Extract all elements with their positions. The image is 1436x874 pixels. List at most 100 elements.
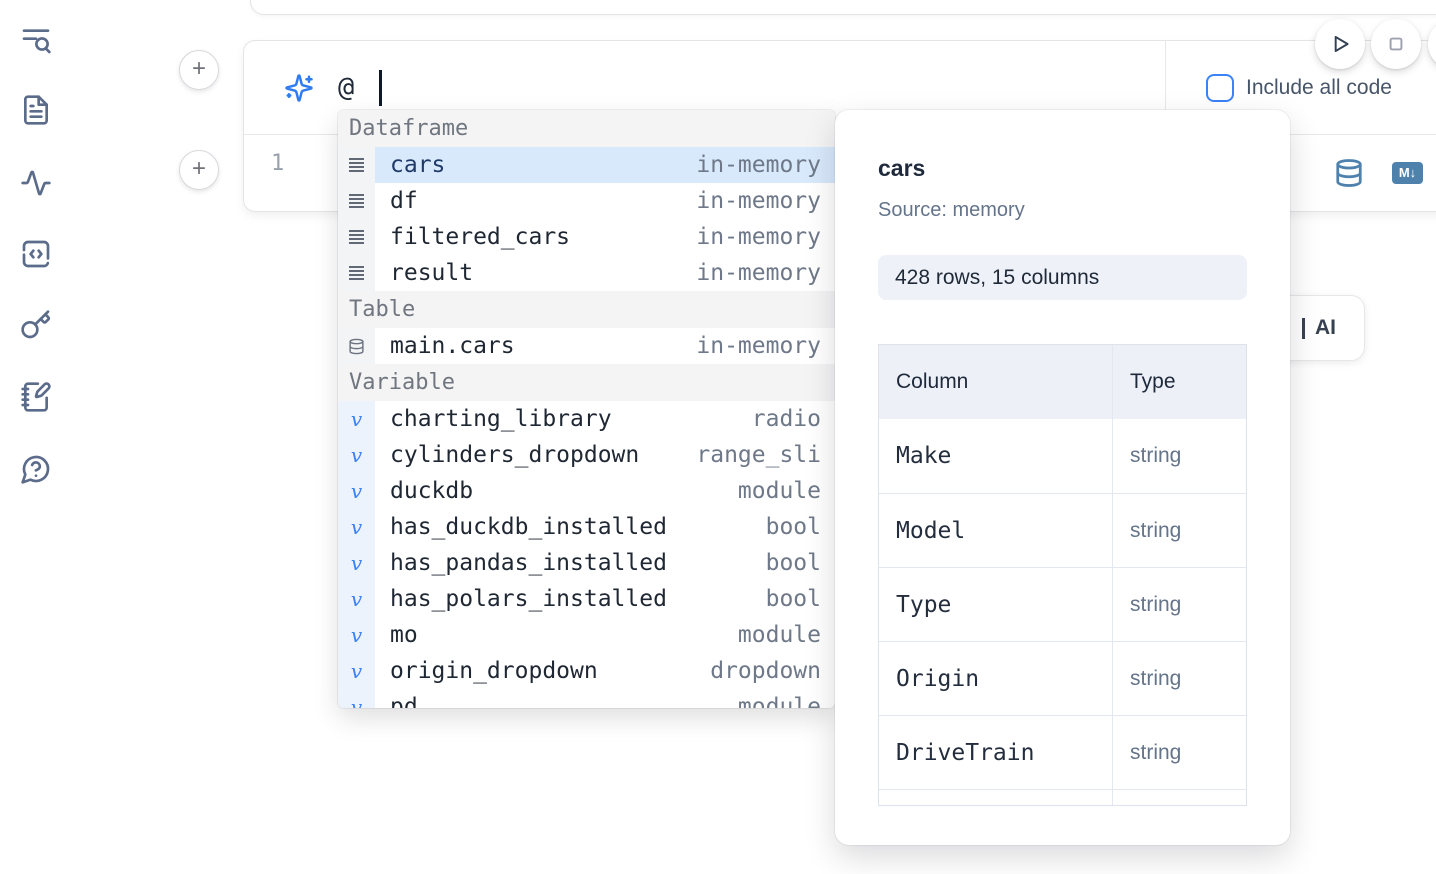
rows-icon xyxy=(338,219,375,255)
database-icon[interactable] xyxy=(1334,158,1364,188)
dropdown-section-table: Table xyxy=(338,291,835,328)
rows-icon xyxy=(338,255,375,291)
include-all-code-label: Include all code xyxy=(1246,75,1392,99)
autocomplete-item-cylinders_dropdown[interactable]: v cylinders_dropdown range_sli xyxy=(338,437,835,473)
schema-column-type: string xyxy=(1112,419,1246,493)
item-name: charting_library xyxy=(390,406,612,432)
item-detail: dropdown xyxy=(710,658,821,684)
item-detail: module xyxy=(737,478,821,504)
markdown-icon[interactable]: M↓ xyxy=(1392,162,1423,184)
notebook-pen-icon[interactable] xyxy=(20,381,52,413)
key-icon[interactable] xyxy=(20,309,52,341)
variable-icon: v xyxy=(338,473,375,509)
previous-cell-edge xyxy=(250,0,1436,15)
item-detail: in-memory xyxy=(696,152,821,178)
variable-icon: v xyxy=(338,509,375,545)
preview-panel: cars Source: memory 428 rows, 15 columns… xyxy=(835,110,1290,845)
schema-header-row: Column Type xyxy=(879,345,1246,419)
variable-icon: v xyxy=(338,401,375,437)
file-text-icon[interactable] xyxy=(20,94,52,126)
stop-icon xyxy=(1389,37,1403,51)
item-name: main.cars xyxy=(390,333,515,359)
autocomplete-item-df[interactable]: df in-memory xyxy=(338,183,835,219)
schema-column-name: Model xyxy=(896,517,966,544)
variable-icon: v xyxy=(338,689,375,708)
item-name: has_pandas_installed xyxy=(390,550,667,576)
extra-cell-button[interactable] xyxy=(1428,19,1436,69)
item-name: origin_dropdown xyxy=(390,658,598,684)
help-chat-icon[interactable] xyxy=(20,453,52,485)
line-number: 1 xyxy=(271,151,285,176)
schema-column-type: string xyxy=(1112,716,1246,789)
schema-row-Model: Model string xyxy=(879,493,1246,567)
sidebar xyxy=(0,0,70,874)
schema-row-Type: Type string xyxy=(879,567,1246,641)
item-detail: bool xyxy=(765,550,821,576)
autocomplete-item-has_pandas_installed[interactable]: v has_pandas_installed bool xyxy=(338,545,835,581)
autocomplete-item-main.cars[interactable]: main.cars in-memory xyxy=(338,328,835,364)
item-detail: module xyxy=(737,694,821,708)
autocomplete-item-charting_library[interactable]: v charting_library radio xyxy=(338,401,835,437)
schema-row-Make: Make string xyxy=(879,419,1246,493)
schema-header-type: Type xyxy=(1112,345,1246,419)
preview-source: Source: memory xyxy=(878,199,1025,221)
cell-actions: M↓ xyxy=(1166,135,1436,211)
include-all-code-row: Include all code xyxy=(1166,41,1436,135)
play-icon xyxy=(1334,35,1349,53)
database-icon xyxy=(338,328,375,364)
ai-button-label: AI xyxy=(1315,316,1336,339)
variable-icon: v xyxy=(338,545,375,581)
item-name: has_polars_installed xyxy=(390,586,667,612)
item-name: pd xyxy=(390,694,418,708)
text-caret xyxy=(379,69,382,106)
schema-column-name: Type xyxy=(896,591,952,618)
schema-header-column: Column xyxy=(896,370,969,393)
item-detail: bool xyxy=(765,586,821,612)
add-cell-button-top[interactable]: + xyxy=(179,50,219,90)
clipped-letter xyxy=(1302,317,1305,339)
add-cell-button-bottom[interactable]: + xyxy=(179,150,219,190)
item-detail: in-memory xyxy=(696,224,821,250)
variable-icon: v xyxy=(338,581,375,617)
schema-row-clipped xyxy=(879,789,1246,805)
schema-column-name: Make xyxy=(896,443,952,469)
item-detail: radio xyxy=(751,406,821,432)
item-name: df xyxy=(390,188,418,214)
dropdown-section-variable: Variable xyxy=(338,364,835,401)
item-name: cars xyxy=(390,152,446,178)
schema-column-type: string xyxy=(1112,568,1246,641)
autocomplete-item-origin_dropdown[interactable]: v origin_dropdown dropdown xyxy=(338,653,835,689)
item-detail: in-memory xyxy=(696,188,821,214)
toc-search-icon[interactable] xyxy=(20,24,52,56)
variable-icon: v xyxy=(338,653,375,689)
item-detail: module xyxy=(737,622,821,648)
item-detail: in-memory xyxy=(696,333,821,359)
run-cell-button[interactable] xyxy=(1315,19,1365,69)
item-detail: range_sli xyxy=(696,442,821,468)
schema-column-type: string xyxy=(1112,494,1246,567)
stop-cell-button[interactable] xyxy=(1371,19,1421,69)
item-name: cylinders_dropdown xyxy=(390,442,640,468)
rows-icon xyxy=(338,183,375,219)
prompt-value: @ xyxy=(338,72,355,103)
preview-shape-badge: 428 rows, 15 columns xyxy=(878,255,1247,300)
code-snippet-icon[interactable] xyxy=(20,238,52,270)
autocomplete-item-pd[interactable]: v pd module xyxy=(338,689,835,708)
autocomplete-item-has_polars_installed[interactable]: v has_polars_installed bool xyxy=(338,581,835,617)
sparkles-icon xyxy=(284,73,314,103)
variable-icon: v xyxy=(338,437,375,473)
item-detail: in-memory xyxy=(696,260,821,286)
autocomplete-item-cars[interactable]: cars in-memory xyxy=(338,147,835,183)
include-all-code-checkbox[interactable] xyxy=(1206,73,1234,102)
activity-icon[interactable] xyxy=(20,167,52,199)
item-name: has_duckdb_installed xyxy=(390,514,667,540)
